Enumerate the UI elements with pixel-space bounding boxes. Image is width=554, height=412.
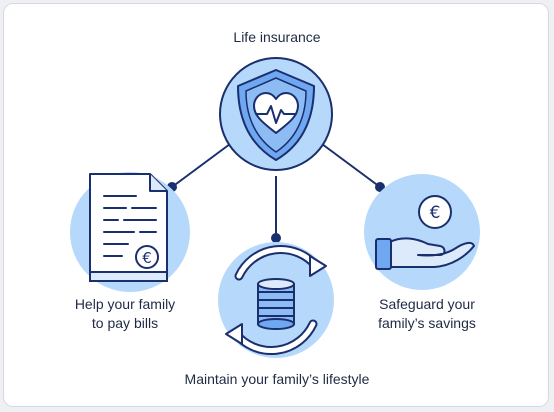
euro-glyph-bill: € [142, 249, 152, 267]
diagram-title: Life insurance [233, 29, 321, 45]
benefit-label-savings: Safeguard your family’s savings [347, 295, 507, 333]
benefit-label-lifestyle: Maintain your family’s lifestyle [184, 371, 370, 387]
connector-savings [321, 143, 381, 188]
benefit-label-savings-line2: family’s savings [378, 315, 476, 331]
euro-glyph-coin: € [430, 203, 441, 223]
dot-savings [375, 182, 385, 192]
coin-stack-icon [218, 242, 334, 358]
connector-lines [171, 143, 381, 238]
hand-coin-icon: € [364, 174, 480, 290]
shield-heart-icon [219, 57, 333, 171]
benefit-label-savings-line1: Safeguard your [379, 296, 475, 312]
benefit-label-bills-line1: Help your family [74, 296, 176, 312]
benefit-label-bills-line2: to pay bills [91, 315, 159, 331]
bill-document-icon: € [70, 172, 190, 292]
dot-lifestyle [271, 233, 281, 243]
diagram-illustration: € € [70, 57, 480, 358]
connector-bills [171, 143, 231, 188]
diagram-card: € € [3, 3, 549, 407]
benefit-label-bills: Help your family to pay bills [50, 295, 200, 333]
